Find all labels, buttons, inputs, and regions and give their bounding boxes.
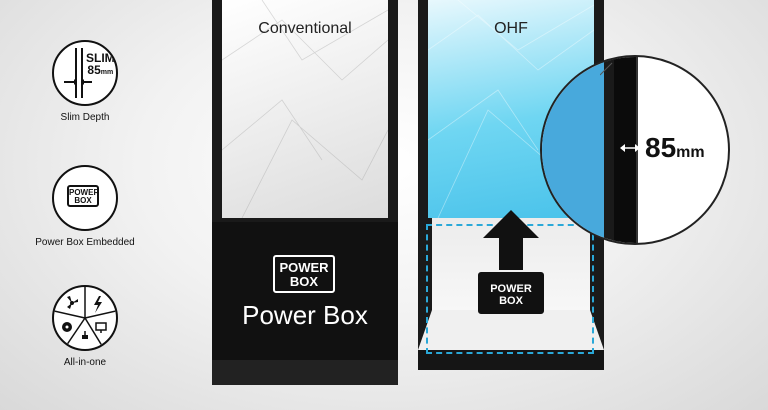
conventional-stand: Conventional POWER BOX Power Box: [212, 0, 398, 385]
slim-depth-label: Slim Depth: [60, 112, 110, 123]
zoom-depth-value: 85: [645, 132, 677, 163]
conventional-title: Conventional: [258, 20, 352, 37]
power-box-icon-line2: BOX: [74, 196, 92, 206]
zoom-depth-unit: mm: [676, 144, 705, 161]
all-in-one-icon: [52, 285, 118, 351]
slim-word: SLIM: [86, 51, 115, 65]
ohf-title: OHF: [494, 20, 528, 37]
feature-slim-depth: SLIM 85mm Slim Depth: [30, 40, 140, 123]
conventional-badge-line2: BOX: [289, 273, 319, 289]
power-box-embedded-label: Power Box Embedded: [35, 237, 135, 248]
zoom-detail-circle: 85mm: [540, 55, 730, 245]
depth-arrow-icon: [620, 144, 640, 152]
feature-all-in-one: All-in-one: [30, 285, 140, 368]
slim-unit: mm: [100, 69, 114, 76]
up-arrow-icon: [483, 210, 539, 270]
power-box-icon-line1: POWER: [69, 188, 100, 197]
ohf-badge-line1: POWER: [490, 283, 532, 295]
feature-power-box-embedded: POWER BOX Power Box Embedded: [30, 165, 140, 248]
all-in-one-label: All-in-one: [63, 357, 107, 368]
conventional-power-box-badge: POWER BOX: [273, 255, 335, 293]
conventional-screen: [222, 0, 388, 218]
conventional-badge-line1: POWER: [279, 260, 329, 275]
ohf-badge-line2: BOX: [499, 294, 523, 307]
slim-value: 85: [87, 63, 101, 77]
slim-depth-icon: SLIM 85mm: [52, 40, 118, 106]
conventional-power-box-caption: Power Box: [242, 300, 368, 330]
ohf-power-box-badge: POWER BOX: [478, 272, 544, 314]
power-box-icon: POWER BOX: [52, 165, 118, 231]
